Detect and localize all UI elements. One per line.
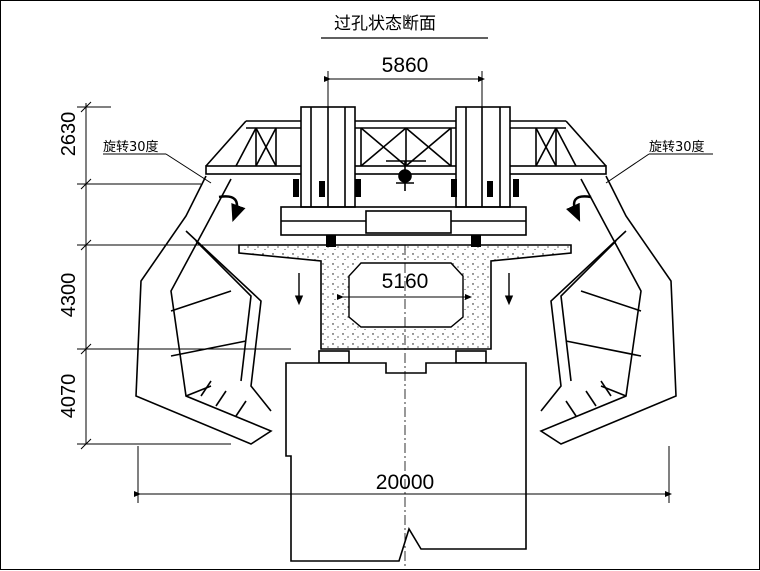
jacks bbox=[293, 179, 519, 197]
right-tower bbox=[455, 106, 511, 208]
lower-beam bbox=[280, 206, 527, 236]
drawing-title: 过孔状态断面 bbox=[334, 14, 436, 34]
left-dimension bbox=[77, 101, 291, 450]
pier bbox=[285, 350, 527, 562]
dim-left-middle: 4300 bbox=[58, 273, 80, 318]
left-tower bbox=[300, 106, 356, 208]
right-formwork-arm bbox=[539, 175, 677, 445]
dim-left-upper: 2630 bbox=[58, 112, 80, 157]
note-left: 旋转30度 bbox=[103, 139, 159, 155]
top-dimension bbox=[324, 71, 485, 107]
hoist bbox=[386, 160, 426, 191]
note-right: 旋转30度 bbox=[649, 139, 705, 155]
dim-left-lower: 4070 bbox=[58, 374, 80, 419]
dim-top-width: 5860 bbox=[382, 54, 429, 77]
left-formwork-arm bbox=[135, 175, 273, 445]
rotate-arrow-right-icon bbox=[566, 195, 592, 222]
rotate-arrow-left-icon bbox=[218, 195, 246, 223]
truss-girder bbox=[205, 120, 607, 175]
dim-total-width: 20000 bbox=[376, 471, 434, 494]
beam-supports bbox=[326, 235, 481, 247]
bottom-dimension bbox=[134, 446, 672, 503]
